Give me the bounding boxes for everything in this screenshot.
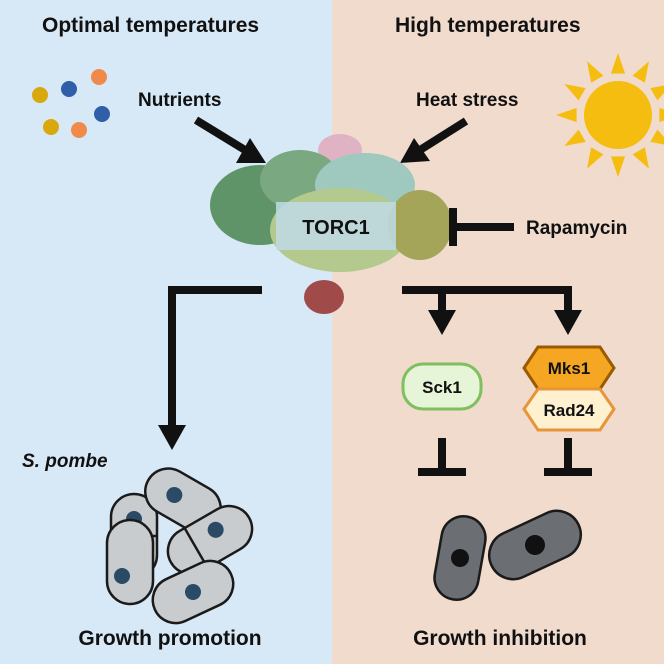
protein-complex-icon [210, 134, 452, 314]
nutrients-label: Nutrients [138, 90, 221, 111]
torc1-label: TORC1 [302, 217, 369, 239]
sun-ray [650, 85, 664, 101]
heat-stress-arrow [400, 117, 469, 163]
sun-ray [632, 147, 649, 169]
organism-label: S. pombe [22, 451, 108, 472]
sun-ray [564, 84, 586, 101]
sun-ray [650, 129, 664, 145]
rad24-label: Rad24 [543, 401, 595, 420]
sun-icon [556, 53, 664, 177]
dark-cells-icon [433, 509, 583, 601]
rapamycin-label: Rapamycin [526, 218, 627, 239]
rad24-hexagon [522, 387, 616, 432]
left-panel-title: Optimal temperatures [42, 14, 259, 37]
yeast-cells-icon [105, 467, 254, 625]
branch-arrows [402, 286, 582, 335]
right-panel-title: High temperatures [395, 14, 581, 37]
sun-ray [587, 61, 604, 83]
mks1-inhibition-bar [544, 438, 592, 476]
sun-ray [659, 107, 664, 123]
rapamycin-inhibition-arrow [449, 208, 514, 246]
growth-inhibition-label: Growth inhibition [413, 627, 587, 650]
sun-ray [610, 156, 626, 177]
heat-stress-label: Heat stress [416, 90, 518, 111]
sck1-label: Sck1 [422, 378, 462, 397]
sun-ray [556, 107, 577, 123]
sck1-box [401, 362, 483, 411]
nutrients-arrow [193, 116, 266, 163]
sck1-inhibition-bar [418, 438, 466, 476]
left-panel-background [0, 0, 332, 664]
sun-ray [587, 147, 604, 169]
sun-ray [632, 61, 649, 83]
sun-ray [610, 53, 626, 74]
growth-promotion-label: Growth promotion [78, 627, 261, 650]
sun-ray [564, 129, 586, 146]
growth-promotion-arrow [158, 286, 262, 450]
mks1-label: Mks1 [548, 359, 591, 378]
sun-rays [556, 53, 664, 177]
nutrient-dots-icon [32, 69, 110, 138]
